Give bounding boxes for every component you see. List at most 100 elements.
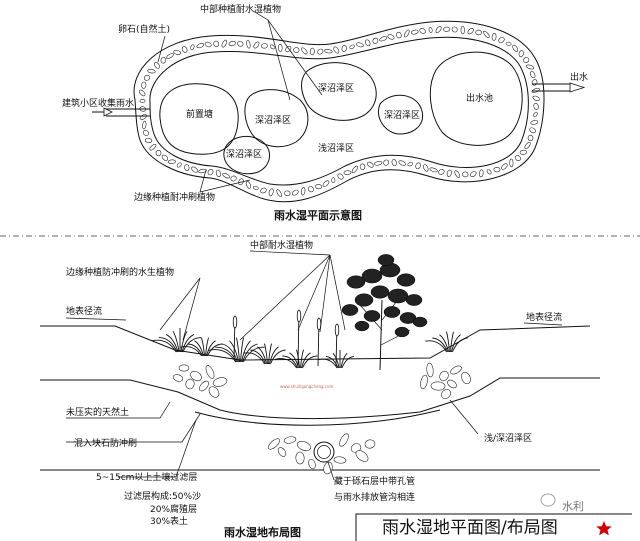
caption-title: 雨水湿地平面图/布局图 <box>382 518 558 538</box>
pebble <box>372 37 379 44</box>
pebble <box>351 165 359 173</box>
grass-clump <box>425 331 468 353</box>
pebble <box>419 28 426 34</box>
pebble <box>519 149 528 155</box>
pebble <box>154 62 160 69</box>
pebble <box>498 37 505 43</box>
pebble <box>396 31 402 39</box>
pebble <box>404 29 410 38</box>
pebble <box>366 161 374 168</box>
section-view: 中部耐水湿植物 边缘种植防冲刷的水生植物 地表径流 地表径流 未压实的天然土 混… <box>40 239 600 539</box>
gravel-stone <box>355 450 369 462</box>
wechat-icon <box>540 493 556 507</box>
tree-leaf-cluster <box>354 293 374 307</box>
plan-outlet-pool-label: 出水池 <box>466 92 493 104</box>
pebble <box>493 166 501 173</box>
gravel-stone <box>450 365 462 375</box>
section-pipe-label-1: 藏于砾石层中带孔管 <box>334 475 415 487</box>
plan-inner-boundary <box>149 36 529 186</box>
plan-deep-marsh-label-2: 深沼泽区 <box>226 149 262 160</box>
pebble <box>213 40 220 47</box>
pebble <box>139 89 146 97</box>
pebble <box>191 166 199 173</box>
pebble <box>512 44 519 52</box>
pebble <box>190 44 195 51</box>
pebble <box>356 42 364 48</box>
tree-leaf-cluster <box>394 326 410 338</box>
pebble <box>483 30 490 38</box>
grass-clump <box>151 328 202 353</box>
deep-marsh-zone-d <box>378 94 423 135</box>
pebble <box>343 170 352 176</box>
pebble <box>268 188 274 197</box>
pebble-ring <box>139 25 540 198</box>
pebble <box>527 134 534 142</box>
tree-leaf-cluster <box>354 320 370 332</box>
gravel-stone <box>339 433 349 447</box>
pebble <box>142 120 147 130</box>
gravel-stones <box>172 362 471 475</box>
pebble <box>160 57 167 64</box>
plan-deep-marsh-label-1: 深沼泽区 <box>255 115 291 126</box>
pebble <box>415 162 421 170</box>
grass-clump <box>180 337 223 357</box>
filter-layer-line <box>194 409 441 426</box>
plan-title: 雨水湿平面示意图 <box>274 208 362 222</box>
section-topsoil: 30%表土 <box>150 515 188 527</box>
tree-leaf-cluster <box>370 285 390 299</box>
pebble <box>491 33 497 41</box>
plan-leader-lines <box>157 10 323 193</box>
pebble <box>518 50 524 58</box>
gravel-stone <box>430 381 446 391</box>
ground-surface-line <box>40 325 591 361</box>
pebble <box>167 159 176 164</box>
pebble <box>410 29 419 35</box>
pebble <box>198 168 207 174</box>
pebble <box>407 162 414 167</box>
plan-outer-boundary <box>133 20 545 203</box>
pebble <box>341 45 347 52</box>
pebble <box>309 47 315 56</box>
inlet-pipe <box>92 107 150 117</box>
gravel-stone <box>208 386 220 398</box>
section-top-label: 中部耐水湿植物 <box>250 239 313 251</box>
pebble <box>525 64 535 70</box>
pebble <box>429 167 438 173</box>
pebble <box>144 138 153 143</box>
gravel-stone <box>461 371 471 385</box>
pebble <box>141 81 147 89</box>
pebble <box>443 26 451 32</box>
pebble <box>364 39 371 47</box>
section-pipe-label-2: 与雨水排放管沟相连 <box>334 491 415 503</box>
tree-leaf-cluster <box>361 268 383 284</box>
pebble <box>514 155 521 162</box>
pebble <box>391 159 397 167</box>
pebble <box>451 26 458 33</box>
red-star-icon <box>596 521 612 536</box>
pebble <box>505 41 512 46</box>
deep-marsh-zone-a <box>244 89 309 148</box>
pretreat-pond-zone <box>159 83 239 155</box>
pebble <box>530 71 536 79</box>
pebble <box>221 39 228 48</box>
pebble <box>147 69 156 74</box>
pebble <box>533 103 539 110</box>
pebble <box>293 47 300 53</box>
gravel-stone <box>178 364 190 372</box>
pebble <box>315 184 323 190</box>
pebble <box>253 41 260 49</box>
basin-outline <box>40 377 600 420</box>
reed <box>232 315 238 361</box>
pebble <box>479 169 484 178</box>
pebble <box>149 143 157 151</box>
gravel-stone <box>268 438 280 450</box>
pebble <box>237 40 244 47</box>
gravel-stone <box>212 377 228 387</box>
pebble <box>317 48 324 55</box>
pebble <box>509 158 514 168</box>
section-leader-lines <box>65 250 563 481</box>
gravel-stone <box>190 370 202 382</box>
pebble <box>173 49 182 55</box>
tree-leaf-cluster <box>377 254 395 266</box>
reed <box>334 323 340 367</box>
